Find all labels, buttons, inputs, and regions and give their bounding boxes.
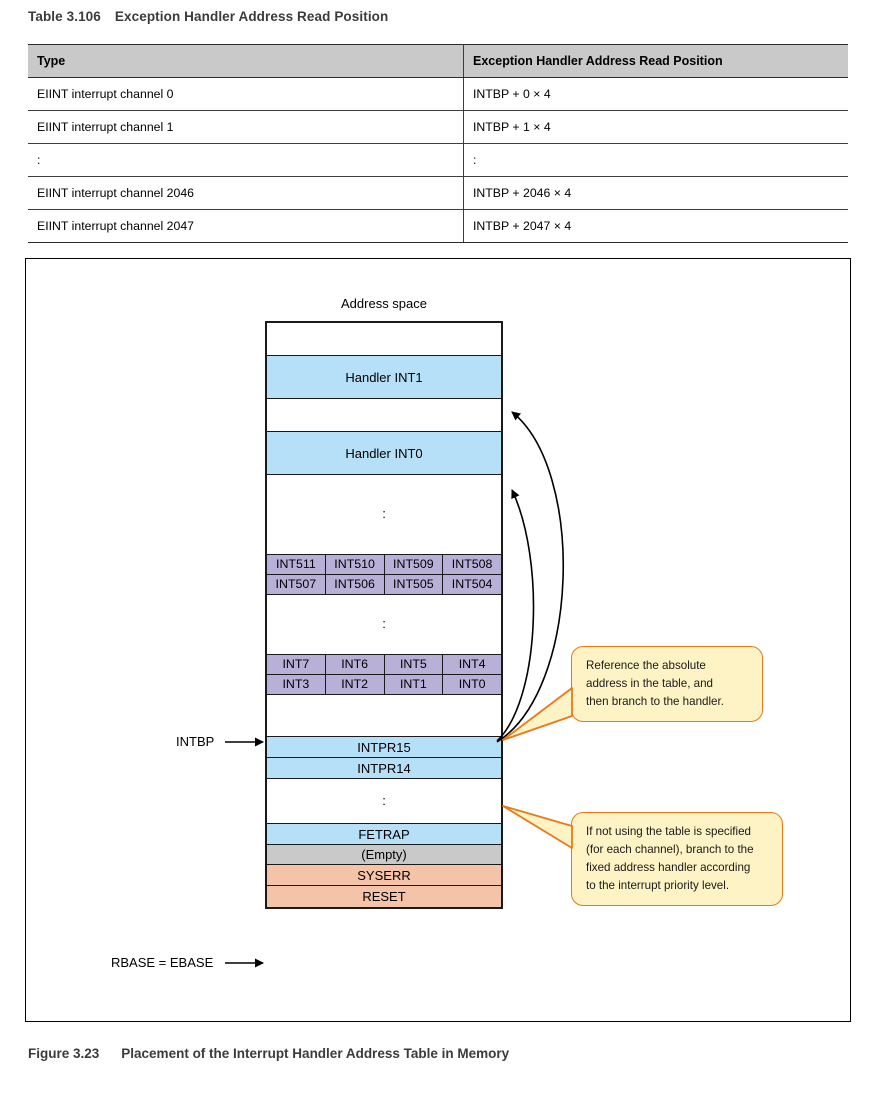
memory-row-blank-below-intbp [267, 695, 501, 737]
callout-line: fixed address handler according [586, 860, 751, 874]
memory-row-dots-intpr: : [267, 779, 501, 824]
int-table-row-511-508: INT511 INT510 INT509 INT508 [267, 555, 501, 575]
dots-glyph: : [382, 792, 386, 808]
table-header-type: Type [28, 44, 464, 78]
memory-row-handler-int0: Handler INT0 [267, 432, 501, 475]
memory-row-handler-int1: Handler INT1 [267, 356, 501, 399]
table-cell-position: INTBP + 2047 × 4 [463, 209, 848, 243]
table-cell-type: EIINT interrupt channel 2047 [28, 209, 464, 243]
int-cell-506: INT506 [326, 575, 385, 594]
int-cell-2: INT2 [326, 675, 385, 694]
table-row: EIINT interrupt channel 1 INTBP + 1 × 4 [28, 110, 848, 144]
memory-row-intpr15: INTPR15 [267, 737, 501, 758]
int-cell-507: INT507 [267, 575, 326, 594]
callout-line: Reference the absolute [586, 659, 706, 672]
int-cell-511: INT511 [267, 555, 326, 574]
table-cell-position: INTBP + 2046 × 4 [463, 176, 848, 210]
memory-row-empty: (Empty) [267, 845, 501, 865]
int-cell-504: INT504 [451, 577, 493, 592]
pointer-label-intbp: INTBP [176, 734, 215, 749]
int-table-row-507-504: INT507 INT506 INT505 INT504 [267, 575, 501, 595]
callout-line: to the interrupt priority level. [586, 878, 730, 892]
exception-handler-address-table: Type Exception Handler Address Read Posi… [28, 44, 848, 243]
table-cell-type: EIINT interrupt channel 0 [28, 77, 464, 111]
int-cell-5: INT5 [385, 655, 444, 674]
int-cell-7: INT7 [267, 655, 326, 674]
int-cell-0: INT0 [458, 677, 486, 692]
address-space-title: Address space [341, 296, 427, 311]
table-header-read-position: Exception Handler Address Read Position [463, 44, 848, 78]
table-cell-type: EIINT interrupt channel 2046 [28, 176, 464, 210]
callout-line: then branch to the handler. [586, 694, 724, 708]
int-cell-6: INT6 [326, 655, 385, 674]
table-cell-type: : [28, 143, 464, 177]
table-cell-position: INTBP + 0 × 4 [463, 77, 848, 111]
figure-caption-number: Figure 3.23 [28, 1046, 100, 1061]
memory-row-blank-top [267, 323, 501, 356]
int-cell-510: INT510 [326, 555, 385, 574]
int-cell-4: INT4 [458, 657, 486, 672]
int-cell-1: INT1 [385, 675, 444, 694]
memory-row-dots-lower: : [267, 595, 501, 655]
table-caption-text: Exception Handler Address Read Position [114, 9, 389, 24]
callout-line: address in the table, and [586, 676, 713, 690]
table-cell-position: : [463, 143, 848, 177]
table-cell-position: INTBP + 1 × 4 [463, 110, 848, 144]
figure-caption: Figure 3.23 Placement of the Interrupt Ha… [28, 1046, 509, 1061]
callout-line: (for each channel), branch to the [586, 842, 754, 856]
int-table-row-7-4: INT7 INT6 INT5 INT4 [267, 655, 501, 675]
memory-row-reset: RESET [267, 886, 501, 907]
int-cell-505: INT505 [385, 575, 444, 594]
address-space-column: Handler INT1 Handler INT0 : INT511 INT51… [265, 321, 503, 909]
memory-row-fetrap: FETRAP [267, 824, 501, 845]
int-cell-3: INT3 [267, 675, 326, 694]
table-caption-number: Table 3.106 [28, 9, 101, 24]
int-cell-508: INT508 [451, 557, 493, 572]
dots-glyph: : [382, 506, 386, 521]
table-row: : : [28, 143, 848, 177]
callout-fixed-address-handler: If not using the table is specified (for… [571, 812, 783, 906]
pointer-label-rbase-ebase: RBASE = EBASE [111, 955, 214, 970]
memory-row-blank-between-handlers [267, 399, 501, 432]
figure-caption-text: Placement of the Interrupt Handler Addre… [121, 1046, 510, 1061]
memory-row-dots-upper: : [267, 475, 501, 555]
table-header-row: Type Exception Handler Address Read Posi… [28, 44, 848, 78]
memory-row-syserr: SYSERR [267, 865, 501, 886]
callout-reference-absolute-address: Reference the absolute address in the ta… [571, 646, 763, 722]
table-row: EIINT interrupt channel 2046 INTBP + 204… [28, 176, 848, 210]
memory-row-intpr14: INTPR14 [267, 758, 501, 779]
table-cell-type: EIINT interrupt channel 1 [28, 110, 464, 144]
dots-glyph: : [382, 616, 386, 631]
table-row: EIINT interrupt channel 0 INTBP + 0 × 4 [28, 77, 848, 111]
table-row: EIINT interrupt channel 2047 INTBP + 204… [28, 209, 848, 243]
callout-line: If not using the table is specified [586, 825, 751, 838]
table-caption: Table 3.106 Exception Handler Address Rea… [28, 9, 388, 24]
int-cell-509: INT509 [385, 555, 444, 574]
int-table-row-3-0: INT3 INT2 INT1 INT0 [267, 675, 501, 695]
